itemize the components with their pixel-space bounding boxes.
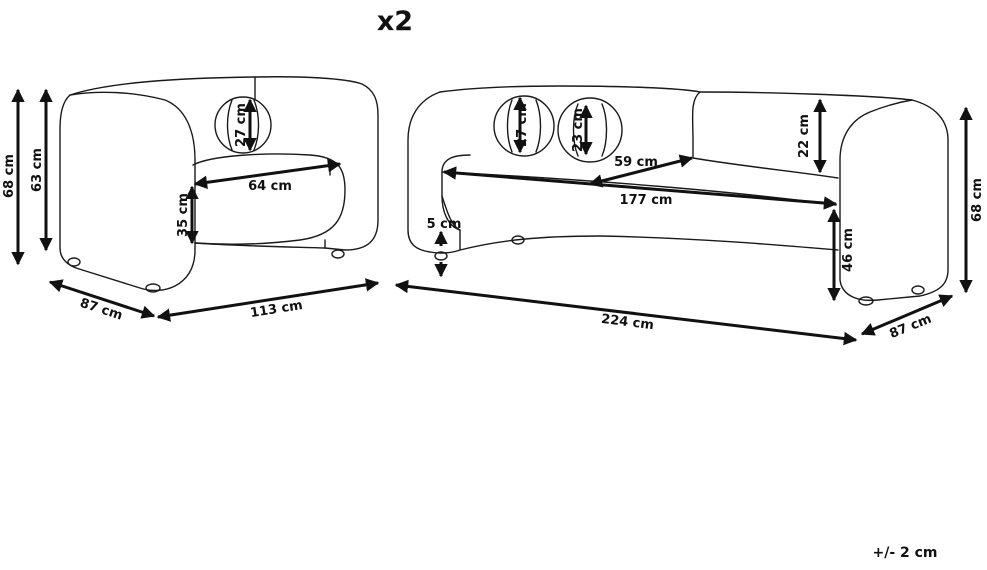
- sofa-width-arrow: [394, 279, 858, 346]
- armchair-width-arrow: [156, 278, 380, 322]
- sofa-width-label: 224 cm: [600, 312, 654, 333]
- sofa-depth-label: 87 cm: [888, 312, 934, 342]
- sofa-back-height-label: 22 cm: [797, 114, 812, 158]
- sofa-depth-arrow: [860, 294, 954, 336]
- sofa-total-height-label: 68 cm: [970, 178, 985, 222]
- armchair-seat-height-label: 35 cm: [176, 193, 191, 237]
- armchair-seat-width-arrow: [193, 158, 342, 190]
- armchair-depth-arrow: [48, 279, 156, 319]
- armchair-back-height-label: 63 cm: [30, 148, 45, 192]
- sofa-seat-width-label: 177 cm: [620, 193, 673, 208]
- tolerance-note: +/- 2 cm: [872, 545, 937, 561]
- armchair-drawing: [59, 76, 379, 293]
- sofa-large-pillow-label: 27 cm: [515, 103, 530, 147]
- armchair-pillow-label: 27 cm: [234, 103, 249, 147]
- quantity-title: x2: [377, 6, 413, 37]
- sofa-drawing: [407, 85, 949, 306]
- sofa-small-pillow-label: 23 cm: [571, 108, 586, 152]
- sofa-leg-height-label: 5 cm: [427, 217, 462, 232]
- armchair-total-height-label: 68 cm: [2, 154, 17, 198]
- armchair-seat-width-label: 64 cm: [248, 179, 292, 194]
- sofa-seat-height-label: 46 cm: [841, 228, 856, 272]
- sofa-seat-width-arrow: [442, 166, 838, 210]
- sofa-seat-depth-label: 59 cm: [614, 155, 658, 170]
